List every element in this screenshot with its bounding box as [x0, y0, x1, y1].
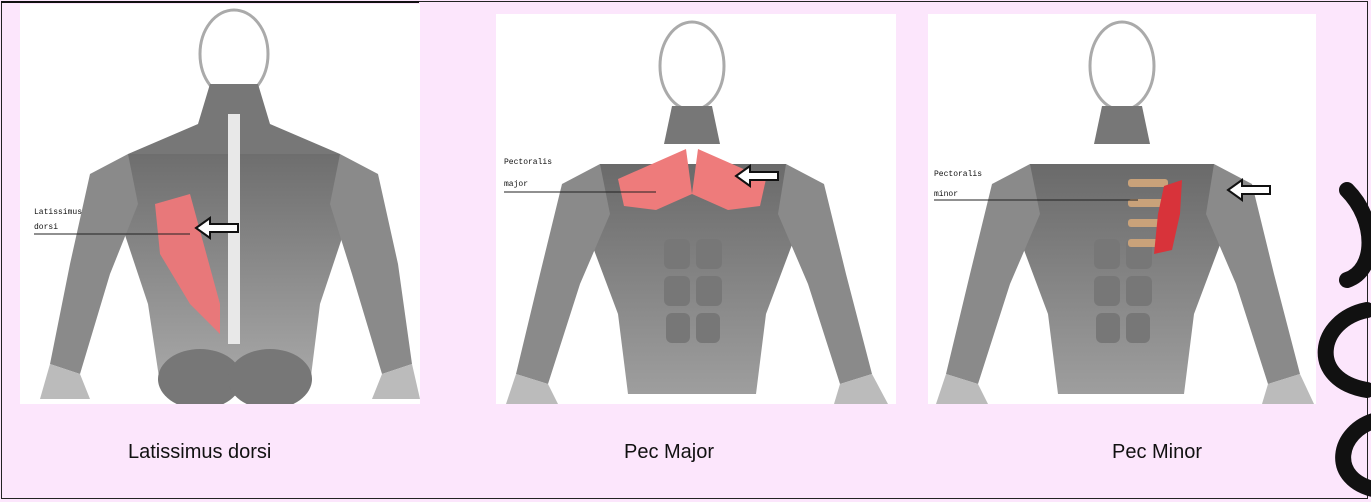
head-outline	[660, 22, 724, 110]
muscle-label-line1: Pectoralis	[934, 170, 982, 179]
caption-pec-major: Pec Major	[624, 441, 714, 464]
muscle-label-line1: Pectoralis	[504, 158, 552, 167]
pec-major-illustration: Pectoralis major	[496, 14, 896, 404]
head-outline	[1090, 22, 1154, 110]
caption-latissimus: Latissimus dorsi	[128, 441, 271, 464]
latissimus-illustration: Latissimus dorsi	[20, 4, 420, 404]
muscle-label-line2: minor	[934, 190, 958, 199]
watermark-graphic	[1217, 180, 1371, 500]
muscle-label-line2: major	[504, 180, 528, 189]
caption-pec-minor: Pec Minor	[1112, 441, 1202, 464]
frame-top-line	[1, 1, 419, 3]
muscle-label-line2: dorsi	[34, 223, 58, 232]
muscle-label-line1: Latissimus	[34, 208, 82, 217]
